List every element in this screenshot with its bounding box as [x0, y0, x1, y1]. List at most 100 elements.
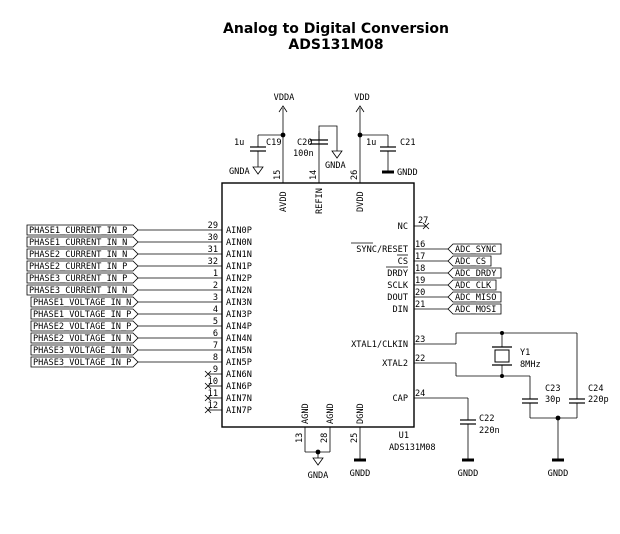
ic-pin-ain5n[interactable]: 7 AIN5N	[138, 341, 252, 356]
ic-pin-ain4n[interactable]: 6 AIN4N	[138, 329, 252, 344]
gnda-ground-symbol-refin[interactable]: GNDA	[325, 150, 347, 171]
ic-body[interactable]	[221, 182, 415, 428]
net-label-adc-sync[interactable]: ADC_SYNC	[447, 243, 502, 255]
no-connect-icon	[204, 394, 212, 402]
net-label-phase3-current-in-p[interactable]: PHASE3_CURRENT_IN_P	[26, 272, 139, 284]
ic-pin-ain7n[interactable]: 11 AIN7N	[204, 389, 252, 404]
net-label-phase2-current-in-n[interactable]: PHASE2_CURRENT_IN_N	[26, 248, 139, 260]
c20-value: 100n	[293, 149, 314, 159]
pin-number: 32	[208, 257, 218, 267]
pin-number: 27	[418, 216, 428, 226]
gnda-ground-symbol-bottom[interactable]: GNDA	[305, 449, 330, 481]
gndd-ground-symbol-dgnd[interactable]: GNDD	[350, 458, 371, 479]
ic-pin-ain7p[interactable]: 12 AIN7P	[204, 401, 252, 416]
ic-pin-ain4p[interactable]: 5 AIN4P	[138, 317, 252, 332]
net-label-adc-clk[interactable]: ADC_CLK	[447, 279, 497, 291]
svg-text:VDDA: VDDA	[274, 93, 296, 103]
ic-pin-ain3p[interactable]: 4 AIN3P	[138, 305, 252, 320]
pin-number: 19	[415, 276, 425, 286]
net-label-adc-mosi[interactable]: ADC_MOSI	[447, 303, 502, 315]
capacitor-c21[interactable]: 1u C21	[360, 134, 416, 172]
ic-pin-ain0p[interactable]: 29 AIN0P	[138, 221, 252, 236]
c24-ref: C24	[588, 384, 604, 394]
ic-pin-ain6n[interactable]: 9 AIN6N	[204, 365, 252, 380]
net-label-phase1-voltage-in-n[interactable]: PHASE1_VOLTAGE_IN_N	[30, 296, 139, 308]
crystal-y1[interactable]: Y1 8MHz	[455, 332, 577, 377]
sheet-title: Analog to Digital Conversion	[223, 21, 449, 37]
gndd-ground-symbol-cap[interactable]: GNDD	[458, 458, 479, 479]
pin-number: 31	[208, 245, 218, 255]
pin-name: XTAL2	[382, 359, 408, 369]
ic-pin-agnd-28[interactable]: 28 AGND	[320, 403, 336, 452]
ic-pin-cap[interactable]: 24 CAP	[392, 389, 468, 404]
svg-text:GNDD: GNDD	[548, 469, 569, 479]
gnda-ground-symbol[interactable]: GNDA	[229, 166, 264, 177]
pin-number: 25	[350, 433, 360, 443]
ic-pin-ain6p[interactable]: 10 AIN6P	[204, 377, 252, 392]
ic-pin-ain3n[interactable]: 3 AIN3N	[138, 293, 252, 308]
net-label-phase3-current-in-n[interactable]: PHASE3_CURRENT_IN_N	[26, 284, 139, 296]
net-label-adc-drdy[interactable]: ADC_DRDY	[447, 267, 502, 279]
pin-name: CS	[398, 257, 408, 267]
ic-pin-ain1p[interactable]: 32 AIN1P	[138, 257, 252, 272]
capacitor-c22[interactable]: C22 220n	[460, 398, 500, 460]
capacitor-c23[interactable]: C23 30p	[522, 376, 561, 418]
capacitor-c20[interactable]: C20 100n	[293, 125, 338, 159]
ic-pin-dvdd[interactable]: 26 DVDD	[350, 135, 366, 212]
net-label-phase1-voltage-in-p[interactable]: PHASE1_VOLTAGE_IN_P	[30, 308, 139, 320]
ic-pin-dgnd[interactable]: 25 DGND	[350, 403, 366, 460]
ic-pin-cs[interactable]: 17 CS	[397, 252, 448, 267]
svg-text:VDD: VDD	[354, 93, 370, 103]
c21-value: 1u	[366, 138, 376, 148]
svg-text:GNDA: GNDA	[308, 471, 330, 481]
c19-value: 1u	[234, 138, 244, 148]
ic-pin-ain1n[interactable]: 31 AIN1N	[138, 245, 252, 260]
net-label-phase1-current-in-p[interactable]: PHASE1_CURRENT_IN_P	[26, 224, 139, 236]
pin-number: 22	[415, 354, 425, 364]
ic-pin-dout[interactable]: 20 DOUT	[387, 288, 448, 303]
ic-pin-drdy[interactable]: 18 DRDY	[386, 264, 448, 279]
ic-pin-nc[interactable]: 27 NC	[398, 216, 430, 232]
net-label-phase2-current-in-p[interactable]: PHASE2_CURRENT_IN_P	[26, 260, 139, 272]
pin-name: AIN1P	[226, 262, 252, 272]
ic-pin-agnd-13[interactable]: 13 AGND	[295, 403, 311, 452]
net-label-phase3-voltage-in-n[interactable]: PHASE3_VOLTAGE_IN_N	[30, 344, 139, 356]
capacitor-c19[interactable]: 1u C19	[234, 134, 283, 167]
ic-pin-ain2n[interactable]: 2 AIN2N	[138, 281, 252, 296]
pin-number: 30	[208, 233, 218, 243]
ic-pin-sync-reset[interactable]: 16 SYNC/RESET	[351, 240, 448, 255]
pin-name: AIN2N	[226, 286, 252, 296]
ic-top-pins: 15 AVDD 14 REFIN 26 DVDD	[273, 131, 366, 214]
net-label-phase2-voltage-in-n[interactable]: PHASE2_VOLTAGE_IN_N	[30, 332, 139, 344]
net-label-phase1-current-in-n[interactable]: PHASE1_CURRENT_IN_N	[26, 236, 139, 248]
pin-number: 9	[213, 365, 218, 375]
capacitor-c24[interactable]: C24 220p	[569, 333, 609, 418]
c22-value: 220n	[479, 426, 500, 436]
pin-number: 16	[415, 240, 425, 250]
ic-pin-ain2p[interactable]: 1 AIN2P	[138, 269, 252, 284]
pin-number: 5	[213, 317, 218, 327]
ic-pin-sclk[interactable]: 19 SCLK	[387, 276, 448, 291]
gndd-ground-symbol-top[interactable]: GNDD	[382, 168, 418, 178]
vdd-power-symbol[interactable]: VDD	[354, 93, 370, 135]
net-label-adc-cs[interactable]: ADC_CS	[447, 255, 492, 267]
ic-pin-ain5p[interactable]: 8 AIN5P	[138, 353, 252, 368]
pin-name: DVDD	[356, 191, 366, 212]
vdda-power-symbol[interactable]: VDDA	[274, 93, 296, 135]
net-label-phase2-voltage-in-p[interactable]: PHASE2_VOLTAGE_IN_P	[30, 320, 139, 332]
ic-pin-ain0n[interactable]: 30 AIN0N	[138, 233, 252, 248]
pin-name: XTAL1/CLKIN	[351, 340, 408, 350]
gndd-ground-symbol-xtal[interactable]: GNDD	[548, 418, 569, 479]
ic-pin-xtal2[interactable]: 22 XTAL2	[382, 354, 456, 369]
no-connect-icon	[204, 370, 212, 378]
svg-text:ADC_CS: ADC_CS	[455, 257, 486, 267]
ic-pin-avdd[interactable]: 15 AVDD	[273, 135, 289, 212]
ic-pin-xtal1-clkin[interactable]: 23 XTAL1/CLKIN	[351, 335, 456, 350]
net-label-phase3-voltage-in-p[interactable]: PHASE3_VOLTAGE_IN_P	[30, 356, 139, 368]
net-label-adc-miso[interactable]: ADC_MISO	[447, 291, 502, 303]
no-connect-icon	[204, 406, 212, 414]
svg-text:GNDA: GNDA	[325, 161, 347, 171]
ic-pin-din[interactable]: 21 DIN	[392, 300, 448, 315]
pin-name: SCLK	[387, 281, 409, 291]
